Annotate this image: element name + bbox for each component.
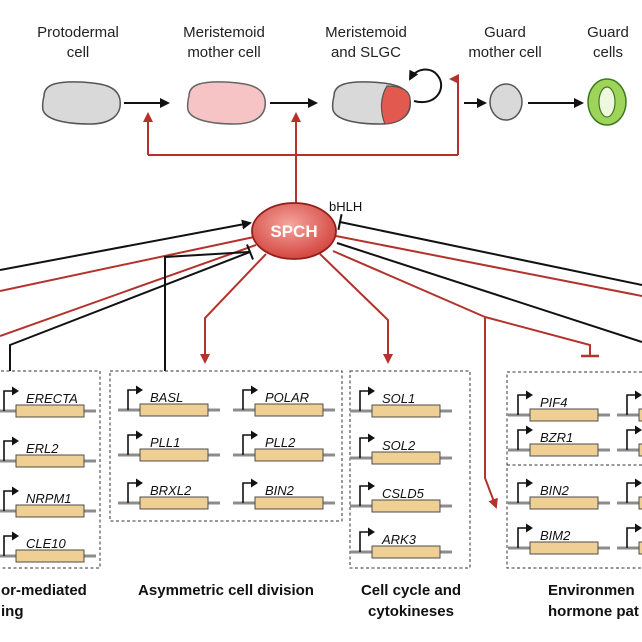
gene-label: ARK3: [381, 532, 417, 547]
gene-structure-partial-icon: [615, 477, 642, 511]
gene-label: PIF4: [540, 395, 567, 410]
gene-pif4: PIF4: [506, 389, 612, 423]
inhibition-bar-right: [337, 213, 343, 231]
protodermal-cell: [41, 81, 121, 125]
module-title-environment: Environmen: [548, 582, 635, 599]
meristemoid-cell: [380, 85, 411, 125]
stage-label-guard-cells: cells: [593, 44, 623, 61]
regulatory-line-right: [336, 242, 642, 343]
gene-label: CSLD5: [382, 486, 425, 501]
gene-label: BZR1: [540, 430, 573, 445]
stage-label-gmc: Guard: [484, 24, 526, 41]
gene-nrpm1: NRPM1: [0, 485, 98, 519]
gene-label: ERL2: [26, 441, 59, 456]
gene-cle10: CLE10: [0, 530, 98, 564]
module-title-cell-cycle: Cell cycle and: [361, 582, 461, 599]
activation-lines: [0, 74, 642, 509]
cell-cycle-box: [349, 370, 471, 569]
gene-erecta: ERECTA: [0, 385, 98, 419]
inhibition-bar-left: [246, 244, 254, 260]
environment-hormone-box: [506, 371, 642, 569]
meristemoid-mother-cell: [186, 81, 266, 125]
gene-label: BIM2: [540, 528, 571, 543]
gene-structure-partial-icon: [615, 522, 642, 556]
gene-basl: BASL: [116, 384, 222, 418]
gene-bin2-environment: BIN2: [506, 477, 612, 511]
spch-label: SPCH: [270, 222, 317, 241]
gene-bin2: BIN2: [231, 477, 337, 511]
stage-label-mmc: Meristemoid: [183, 24, 265, 41]
stage-label-guard-cells: Guard: [587, 24, 629, 41]
protein-family-label: bHLH: [329, 199, 362, 214]
gene-structure-partial-icon: [615, 389, 642, 423]
guard-mother-cell: [489, 83, 523, 121]
stage-label-protodermal: cell: [67, 44, 90, 61]
gene-label: NRPM1: [26, 491, 72, 506]
gene-pll2: PLL2: [231, 429, 337, 463]
gene-polar: POLAR: [231, 384, 337, 418]
module-title-receptor-signaling: or-mediated: [1, 582, 87, 599]
self-renewal-loop-arrow: [409, 68, 443, 104]
activation-arrow-cell-cycle: [319, 253, 393, 364]
gene-label: SOL2: [382, 438, 416, 453]
gene-label: BIN2: [265, 483, 295, 498]
input-lines: [0, 213, 642, 371]
activation-line-left-1: [0, 236, 255, 292]
inhibition-line-asymmetric: [164, 251, 250, 371]
module-title-receptor-signaling: ing: [1, 603, 24, 620]
activation-arrow-asymmetric-division: [200, 253, 267, 364]
stage-labels: Protodermal cell Meristemoid mother cell…: [37, 24, 629, 61]
gene-label: PLL1: [150, 435, 180, 450]
stage-label-protodermal: Protodermal: [37, 24, 119, 41]
guard-cells: [587, 78, 627, 126]
gene-csld5: CSLD5: [348, 480, 454, 514]
gene-brxl2: BRXL2: [116, 477, 222, 511]
gene-bzr1: BZR1: [506, 424, 612, 458]
gene-bim2: BIM2: [506, 522, 612, 556]
module-titles: or-mediated ing Asymmetric cell division…: [1, 582, 639, 620]
gene-label: BIN2: [540, 483, 570, 498]
stage-label-gmc: mother cell: [468, 44, 541, 61]
gene-sol2: SOL2: [348, 432, 454, 466]
stage-label-mmc: mother cell: [187, 44, 260, 61]
gene-structure-partial-icon: [615, 424, 642, 458]
gene-ark3: ARK3: [348, 526, 454, 560]
stage-label-meristemoid: and SLGC: [331, 44, 401, 61]
asymmetric-division-box: [109, 370, 343, 522]
meristemoid-and-slgc-cell: [331, 81, 411, 125]
spch-regulator: SPCH bHLH: [251, 199, 362, 260]
activation-arrow-bin2-bim2: [484, 317, 498, 509]
module-title-asymmetric-division: Asymmetric cell division: [138, 582, 314, 599]
activation-arrow-self-renewal: [449, 74, 459, 155]
gene-label: BRXL2: [150, 483, 192, 498]
gene-label: BASL: [150, 390, 183, 405]
gene-sol1: SOL1: [348, 385, 454, 419]
activation-line-environment: [332, 250, 486, 318]
lineage-arrows: [124, 68, 584, 108]
activation-line-right: [335, 235, 642, 297]
stomatal-pore: [598, 86, 616, 118]
gene-label: PLL2: [265, 435, 296, 450]
gene-label: CLE10: [26, 536, 67, 551]
inhibition-line-right: [339, 221, 642, 286]
gene-label: ERECTA: [26, 391, 78, 406]
gene-erl2: ERL2: [0, 435, 98, 469]
repression-line-pif4: [484, 316, 591, 356]
receptor-signaling-box: [0, 370, 101, 569]
stage-label-meristemoid: Meristemoid: [325, 24, 407, 41]
activation-line-left-2: [0, 244, 257, 337]
gene-pll1: PLL1: [116, 429, 222, 463]
spch-oval: [251, 202, 337, 260]
gene-label: SOL1: [382, 391, 415, 406]
inhibition-line-receptor: [9, 251, 251, 371]
input-arrow-to-spch: [0, 219, 252, 271]
module-title-cell-cycle: cytokineses: [368, 603, 454, 620]
gene-label: POLAR: [265, 390, 309, 405]
module-title-environment: hormone pat: [548, 603, 639, 620]
